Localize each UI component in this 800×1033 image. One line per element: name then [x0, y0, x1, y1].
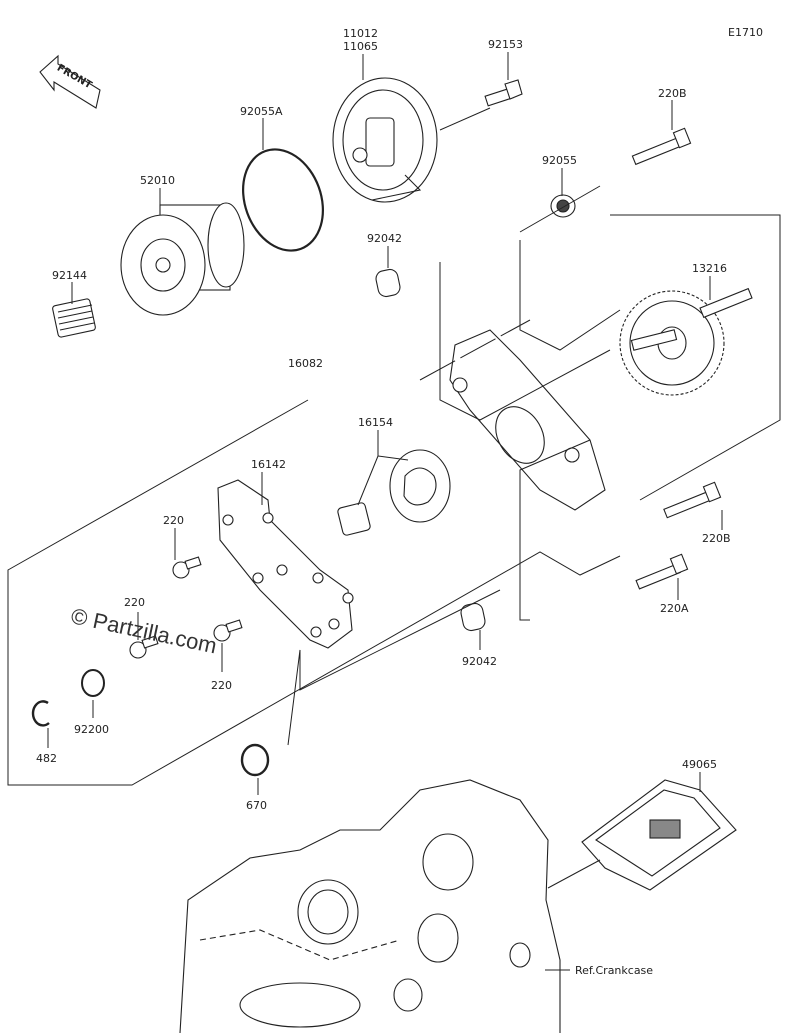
label-16082: 16082	[288, 357, 323, 370]
bolt-92153-part	[484, 79, 523, 107]
spring-92144-part	[52, 298, 96, 338]
bolt-220a-part	[635, 553, 689, 590]
label-11065: 11065	[343, 40, 378, 53]
leader-lines	[7, 52, 781, 971]
screw-220-a-part	[172, 556, 202, 579]
label-92144: 92144	[52, 269, 87, 282]
screw-220-b-part	[129, 635, 159, 659]
label-482: 482	[36, 752, 57, 765]
dowel-92042-top-part	[375, 268, 401, 298]
label-92042-bottom: 92042	[462, 655, 497, 668]
label-220b-right: 220B	[702, 532, 731, 545]
label-13216: 13216	[692, 262, 727, 275]
circlip-482-part	[31, 700, 50, 727]
oil-filter-52010-part	[120, 202, 245, 316]
label-670: 670	[246, 799, 267, 812]
label-49065: 49065	[682, 758, 717, 771]
label-220-b: 220	[124, 596, 145, 609]
label-220a: 220A	[660, 602, 689, 615]
dowel-92042-bottom-part	[460, 602, 486, 632]
o-ring-92055a-part	[242, 148, 324, 252]
diagram-code: E1710	[728, 26, 763, 39]
oil-pump-body-part	[449, 329, 606, 511]
label-92055a: 92055A	[240, 105, 283, 118]
label-220b-top: 220B	[658, 87, 687, 100]
label-11012: 11012	[343, 27, 378, 40]
pump-gear-13216-part	[619, 287, 753, 396]
label-16142: 16142	[251, 458, 286, 471]
o-ring-670-part	[240, 743, 270, 777]
label-92200: 92200	[74, 723, 109, 736]
screw-220-c-part	[213, 619, 243, 642]
oil-seal-92055-part	[550, 194, 576, 218]
oil-filter-cover-part	[332, 77, 438, 203]
label-220-a: 220	[163, 514, 184, 527]
bolt-220b-top-part	[631, 127, 692, 166]
rotor-16154-part	[337, 449, 451, 536]
bolt-220b-right-part	[663, 481, 722, 519]
crankcase-reference-part	[179, 779, 561, 1033]
washer-92200-part	[81, 669, 105, 697]
front-arrow-icon: FRONT	[39, 54, 101, 109]
strainer-49065-part	[581, 779, 737, 891]
label-220-c: 220	[211, 679, 232, 692]
label-16154: 16154	[358, 416, 393, 429]
label-52010: 52010	[140, 174, 175, 187]
label-92055: 92055	[542, 154, 577, 167]
label-92153: 92153	[488, 38, 523, 51]
pump-cover-16142-part	[217, 479, 354, 649]
label-ref-crankcase: Ref.Crankcase	[575, 964, 653, 977]
label-92042-top: 92042	[367, 232, 402, 245]
